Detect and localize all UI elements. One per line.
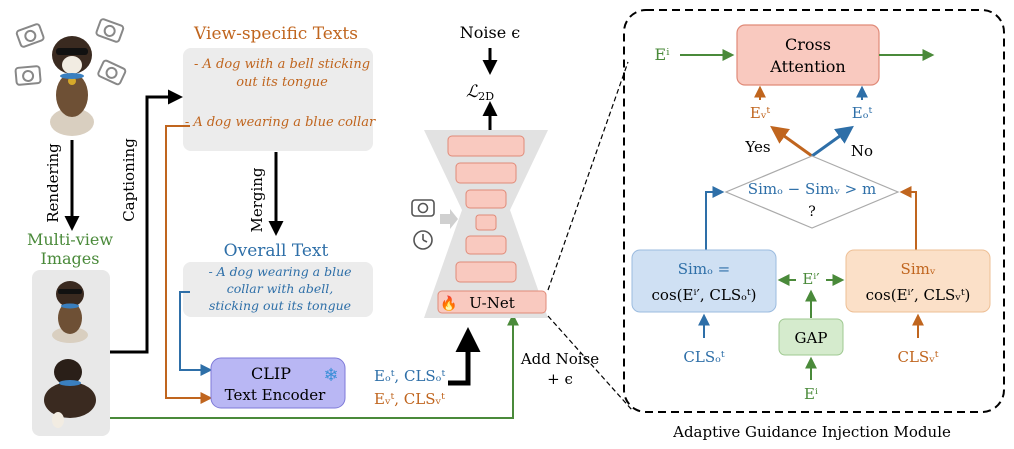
camera-icon bbox=[97, 59, 127, 86]
overall-to-clip-arrow bbox=[179, 291, 213, 376]
unet-label: U-Net bbox=[469, 294, 514, 312]
cross-attention-line1: Cross bbox=[785, 35, 831, 54]
captioning-arrow bbox=[110, 89, 183, 354]
overall-line2: collar with abell, bbox=[227, 281, 334, 296]
yes-label: Yes bbox=[744, 138, 770, 156]
clip-text-encoder bbox=[210, 357, 346, 409]
cross-attention-box bbox=[736, 24, 880, 86]
overall-text-title: Overall Text bbox=[224, 241, 329, 261]
view-to-clip-arrow bbox=[165, 125, 213, 404]
snowflake-icon: ❄ bbox=[323, 365, 338, 386]
dog-view-front bbox=[52, 281, 88, 343]
overall-line3: sticking out its tongue bbox=[209, 298, 351, 313]
ei-bottom-label: Eⁱ bbox=[804, 385, 818, 403]
clip-label-line2: Text Encoder bbox=[225, 386, 326, 404]
camera-icon bbox=[15, 23, 45, 48]
eo-label: Eₒᵗ bbox=[852, 104, 873, 122]
decision-diamond bbox=[724, 155, 900, 229]
gap-box bbox=[778, 318, 844, 356]
sim-v-line1: Simᵥ bbox=[901, 260, 936, 278]
gap-label: GAP bbox=[795, 329, 828, 347]
view-texts-box bbox=[183, 48, 373, 151]
unet-block bbox=[424, 130, 548, 318]
sim-o-line1: Simₒ = bbox=[678, 260, 730, 278]
conditioning-arrow bbox=[448, 327, 481, 386]
merging-label: Merging bbox=[248, 167, 266, 232]
add-noise-arrow bbox=[110, 313, 519, 419]
sim-v-line2: cos(Eⁱ′, CLSᵥᵗ) bbox=[866, 286, 971, 304]
dog-3d-render bbox=[50, 36, 94, 136]
clip-output-o: Eₒᵗ, CLSₒᵗ bbox=[374, 367, 445, 385]
fire-icon: 🔥 bbox=[440, 295, 457, 312]
no-arrow bbox=[811, 125, 854, 158]
view-text-1-line1: - A dog with a bell sticking bbox=[194, 57, 370, 72]
simo-to-decision-arrow bbox=[705, 186, 725, 250]
overall-text-box bbox=[183, 262, 373, 317]
dog-view-back bbox=[44, 359, 96, 428]
view-texts-title: View-specific Texts bbox=[193, 24, 358, 44]
condition-input-arrow bbox=[440, 209, 458, 229]
decision-condition: Simₒ − Simᵥ > m bbox=[748, 180, 876, 198]
multiview-label-line1: Multi-view bbox=[27, 230, 113, 249]
clip-output-v: Eᵥᵗ, CLSᵥᵗ bbox=[374, 390, 445, 408]
ev-label: Eᵥᵗ bbox=[750, 104, 771, 122]
camera-icon bbox=[95, 18, 125, 43]
view-text-2: - A dog wearing a blue collar bbox=[185, 115, 376, 130]
view-text-1-line2: out its tongue bbox=[236, 75, 328, 90]
add-noise-epsilon: + ϵ bbox=[547, 370, 573, 388]
decision-question: ? bbox=[808, 204, 816, 220]
captioning-label: Captioning bbox=[120, 138, 138, 222]
zoom-line-bottom bbox=[547, 315, 633, 411]
timestep-clock-icon bbox=[413, 230, 433, 250]
overall-line1: - A dog wearing a blue bbox=[208, 264, 351, 279]
rendering-label: Rendering bbox=[44, 143, 62, 223]
add-noise-label: Add Noise bbox=[520, 350, 599, 368]
sim-o-line2: cos(Eⁱ′, CLSₒᵗ) bbox=[652, 286, 757, 304]
multiview-label-line2: Images bbox=[41, 249, 100, 268]
no-label: No bbox=[851, 142, 873, 160]
ei-prime-label: Eⁱ′ bbox=[802, 270, 820, 288]
sim-o-box bbox=[631, 249, 777, 313]
cross-attention-line2: Attention bbox=[769, 57, 845, 76]
clsv-label: CLSᵥᵗ bbox=[897, 348, 938, 366]
yes-arrow bbox=[770, 125, 813, 158]
sim-v-box bbox=[845, 249, 991, 313]
zoom-line-top bbox=[547, 61, 629, 291]
module-caption: Adaptive Guidance Injection Module bbox=[672, 423, 951, 441]
clso-label: CLSₒᵗ bbox=[683, 348, 724, 366]
camera-icons-cluster bbox=[14, 18, 127, 86]
camera-icon bbox=[14, 65, 42, 86]
camera-pose-icon bbox=[411, 199, 435, 217]
loss-subscript: 2D bbox=[478, 90, 494, 103]
simv-to-decision-arrow bbox=[899, 186, 917, 250]
ei-top-label: Eⁱ bbox=[655, 45, 670, 64]
clip-label: CLIP bbox=[251, 364, 291, 383]
loss-label: ℒ2D bbox=[466, 82, 494, 103]
noise-label: Noise ϵ bbox=[460, 23, 521, 42]
module-frame bbox=[623, 9, 1005, 413]
